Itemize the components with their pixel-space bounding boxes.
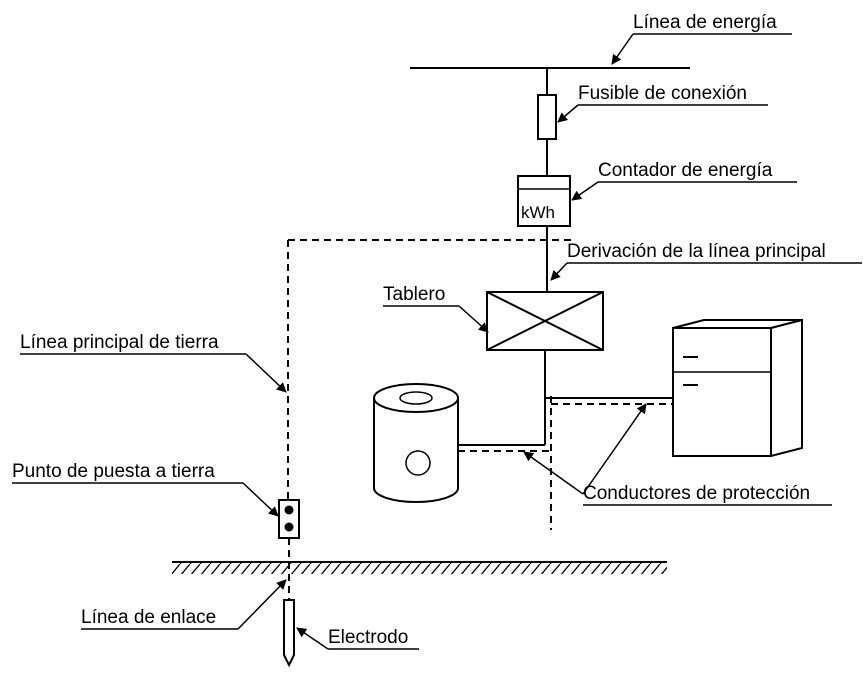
label-main-ground-line: Línea principal de tierra bbox=[20, 332, 219, 353]
panel-cross-b bbox=[486, 291, 604, 351]
leader-meter bbox=[571, 181, 599, 201]
leader-main-ground bbox=[245, 353, 287, 393]
leader-protective-b bbox=[582, 403, 647, 495]
label-meter: Contador de energía bbox=[598, 160, 773, 181]
leader-main-branch bbox=[550, 262, 568, 281]
water-heater bbox=[373, 383, 459, 503]
label-electrode: Electrodo bbox=[328, 627, 408, 648]
leader-power-line bbox=[611, 33, 634, 65]
leader-panel bbox=[458, 305, 489, 333]
fuse-symbol bbox=[537, 94, 557, 140]
ground-point-terminal-upper bbox=[284, 505, 294, 515]
meter-unit-label: kWh bbox=[521, 203, 555, 222]
ground-point-terminal-lower bbox=[284, 522, 294, 532]
label-power-line: Línea de energía bbox=[633, 12, 777, 33]
leader-protective-a bbox=[523, 451, 584, 495]
energy-meter bbox=[517, 175, 571, 227]
leader-bonding-line bbox=[237, 579, 287, 630]
label-main-branch: Derivación de la línea principal bbox=[567, 241, 826, 262]
leader-ground-point bbox=[242, 482, 279, 517]
ground-hatch bbox=[172, 562, 667, 574]
electrode-rod bbox=[283, 599, 295, 668]
label-fuse: Fusible de conexión bbox=[578, 83, 747, 104]
label-panel: Tablero bbox=[383, 284, 445, 305]
leader-electrode bbox=[296, 627, 329, 650]
appliance-cabinet bbox=[672, 318, 803, 458]
label-ground-point: Punto de puesta a tierra bbox=[12, 461, 215, 482]
label-bonding-line: Línea de enlace bbox=[81, 607, 216, 628]
leader-fuse bbox=[557, 104, 579, 123]
label-protective-conductors: Conductores de protección bbox=[583, 483, 810, 504]
